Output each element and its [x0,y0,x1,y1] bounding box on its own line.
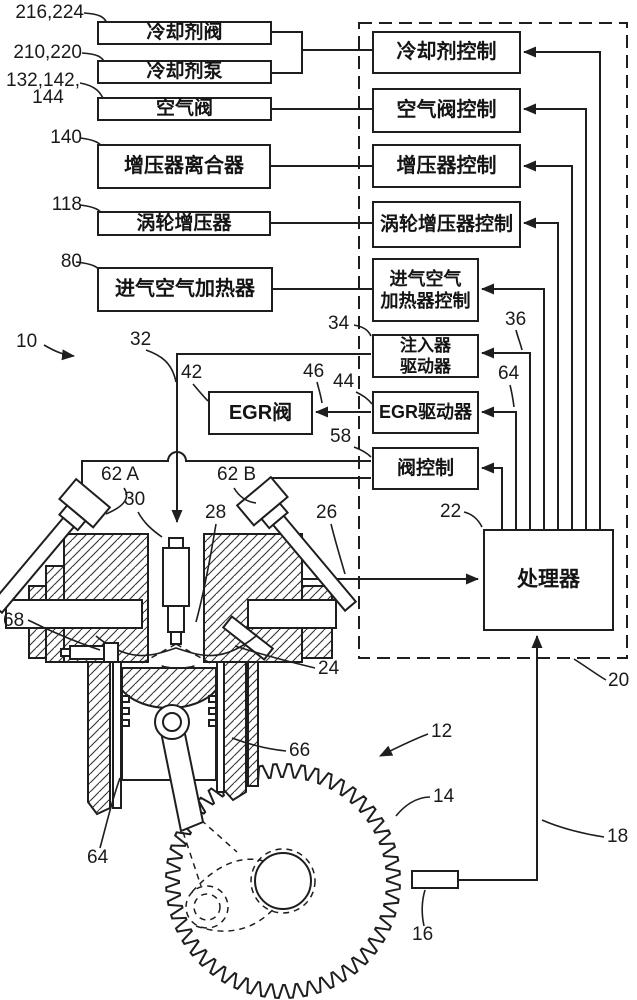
ref-valve-control: 58 [330,426,352,447]
ref-egr-signal: 46 [303,361,325,382]
valve-62b [235,475,358,613]
ref-valve-b: 62 B [217,464,257,485]
ref-cylinder-liner: 64 [87,847,109,868]
ref-engine-line: 26 [316,502,338,523]
box-coolant-valve: 冷却剂阀 [97,21,272,45]
ref-flywheel: 14 [433,786,455,807]
engine-cross-section [0,475,358,833]
box-processor: 处理器 [483,529,614,631]
valve-62a [0,477,112,615]
ref-coolant-valve: 216,224 [15,2,84,23]
ref-injector-driver: 34 [328,313,350,334]
box-supercharger-clutch: 增压器离合器 [97,144,271,189]
ref-valve-a: 62 A [101,464,140,485]
connector-lines [81,31,601,881]
box-air-valve: 空气阀 [97,97,272,121]
box-egr-valve: EGR阀 [208,391,313,435]
ref-sensor: 16 [412,924,434,945]
fuel-feed-element [60,642,119,663]
intake-port-left [5,599,143,629]
flywheel-gear [165,763,401,999]
controller-boundary [358,22,628,659]
ref-controller-boundary: 20 [608,670,630,691]
ref-coolant-pump: 210,220 [13,42,82,63]
box-egr-driver: EGR驱动器 [372,391,479,434]
ref-injector-signal: 36 [505,309,527,330]
box-intake-air-heater: 进气空气加热器 [97,267,273,312]
crank-sensor [411,870,459,889]
ref-intake-air-heater: 80 [60,251,82,272]
ref-wrist-pin: 66 [289,740,311,761]
coolant-bracket [272,31,303,74]
fuel-injector [162,537,190,645]
box-valve-control: 阀控制 [372,447,479,490]
ref-sensor-line: 18 [607,826,629,847]
ref-injector: 30 [124,489,146,510]
box-supercharger-control: 增压器控制 [372,144,521,188]
ref-egr-valve: 42 [181,362,203,383]
ref-fuel-element: 68 [3,610,25,631]
ref-rotation: 12 [431,721,453,742]
intake-port-right [247,599,337,629]
ref-air-valve-line2: 144 [32,87,64,108]
box-coolant-pump: 冷却剂泵 [97,60,272,84]
ref-supercharger-clutch: 140 [50,127,82,148]
box-turbocharger: 涡轮增压器 [97,211,271,236]
box-coolant-control: 冷却剂控制 [372,31,521,74]
ref-system: 10 [16,331,38,352]
ref-air-valve-line1: 132,142, [6,70,80,91]
ref-valve-stem: 28 [205,502,227,523]
ref-turbocharger: 118 [51,194,82,215]
ref-egr-driver: 44 [333,371,355,392]
ref-processor: 22 [440,501,462,522]
box-intake-air-heater-control: 进气空气 加热器控制 [372,258,479,322]
ref-swirl: 24 [318,658,340,679]
box-injector-driver: 注入器 驱动器 [372,334,479,378]
ref-valve-signal: 64 [498,363,520,384]
box-air-valve-control: 空气阀控制 [372,88,521,133]
box-turbocharger-control: 涡轮增压器控制 [372,201,521,248]
ref-injector-line: 32 [130,329,152,350]
